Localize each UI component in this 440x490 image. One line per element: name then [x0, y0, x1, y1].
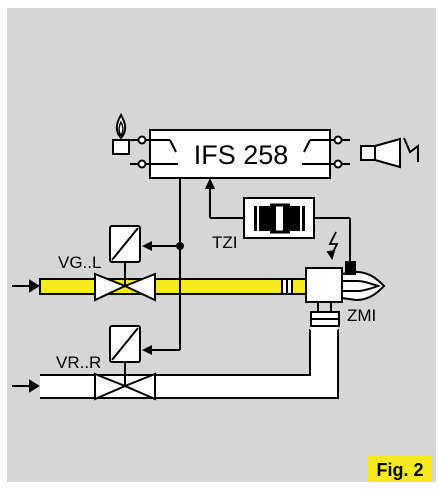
- figure-badge: Fig. 2: [368, 456, 432, 482]
- controller-label: IFS 258: [194, 140, 289, 170]
- arrow-right-icon: [12, 279, 40, 293]
- gas-valve-body: [94, 225, 156, 302]
- zmi-burner: [281, 261, 386, 327]
- tzi-transformer: [243, 197, 315, 239]
- arrow-right-icon: [12, 379, 40, 393]
- ifs-to-tzi-wire: [209, 185, 244, 219]
- diagram-background: [7, 8, 436, 482]
- air-valve-label: VR..R: [56, 353, 101, 372]
- flame-icon: [112, 112, 130, 155]
- figure-label: Fig. 2: [376, 460, 423, 480]
- arrow-left-icon: [142, 241, 152, 355]
- transformer-label: TZI: [212, 233, 238, 252]
- air-valve-body: [94, 325, 156, 401]
- control-wiring: [150, 170, 181, 351]
- horn-icon: [360, 137, 419, 169]
- ifs-controller: IFS 258: [130, 129, 350, 179]
- ignition-spark-icon: [326, 231, 339, 261]
- burner-label: ZMI: [347, 306, 376, 325]
- arrow-up-icon: [205, 178, 215, 189]
- wire-junction: [176, 242, 184, 250]
- gas-pipe: [39, 278, 316, 295]
- ignition-cable: [314, 217, 351, 262]
- gas-valve-label: VG..L: [58, 253, 101, 272]
